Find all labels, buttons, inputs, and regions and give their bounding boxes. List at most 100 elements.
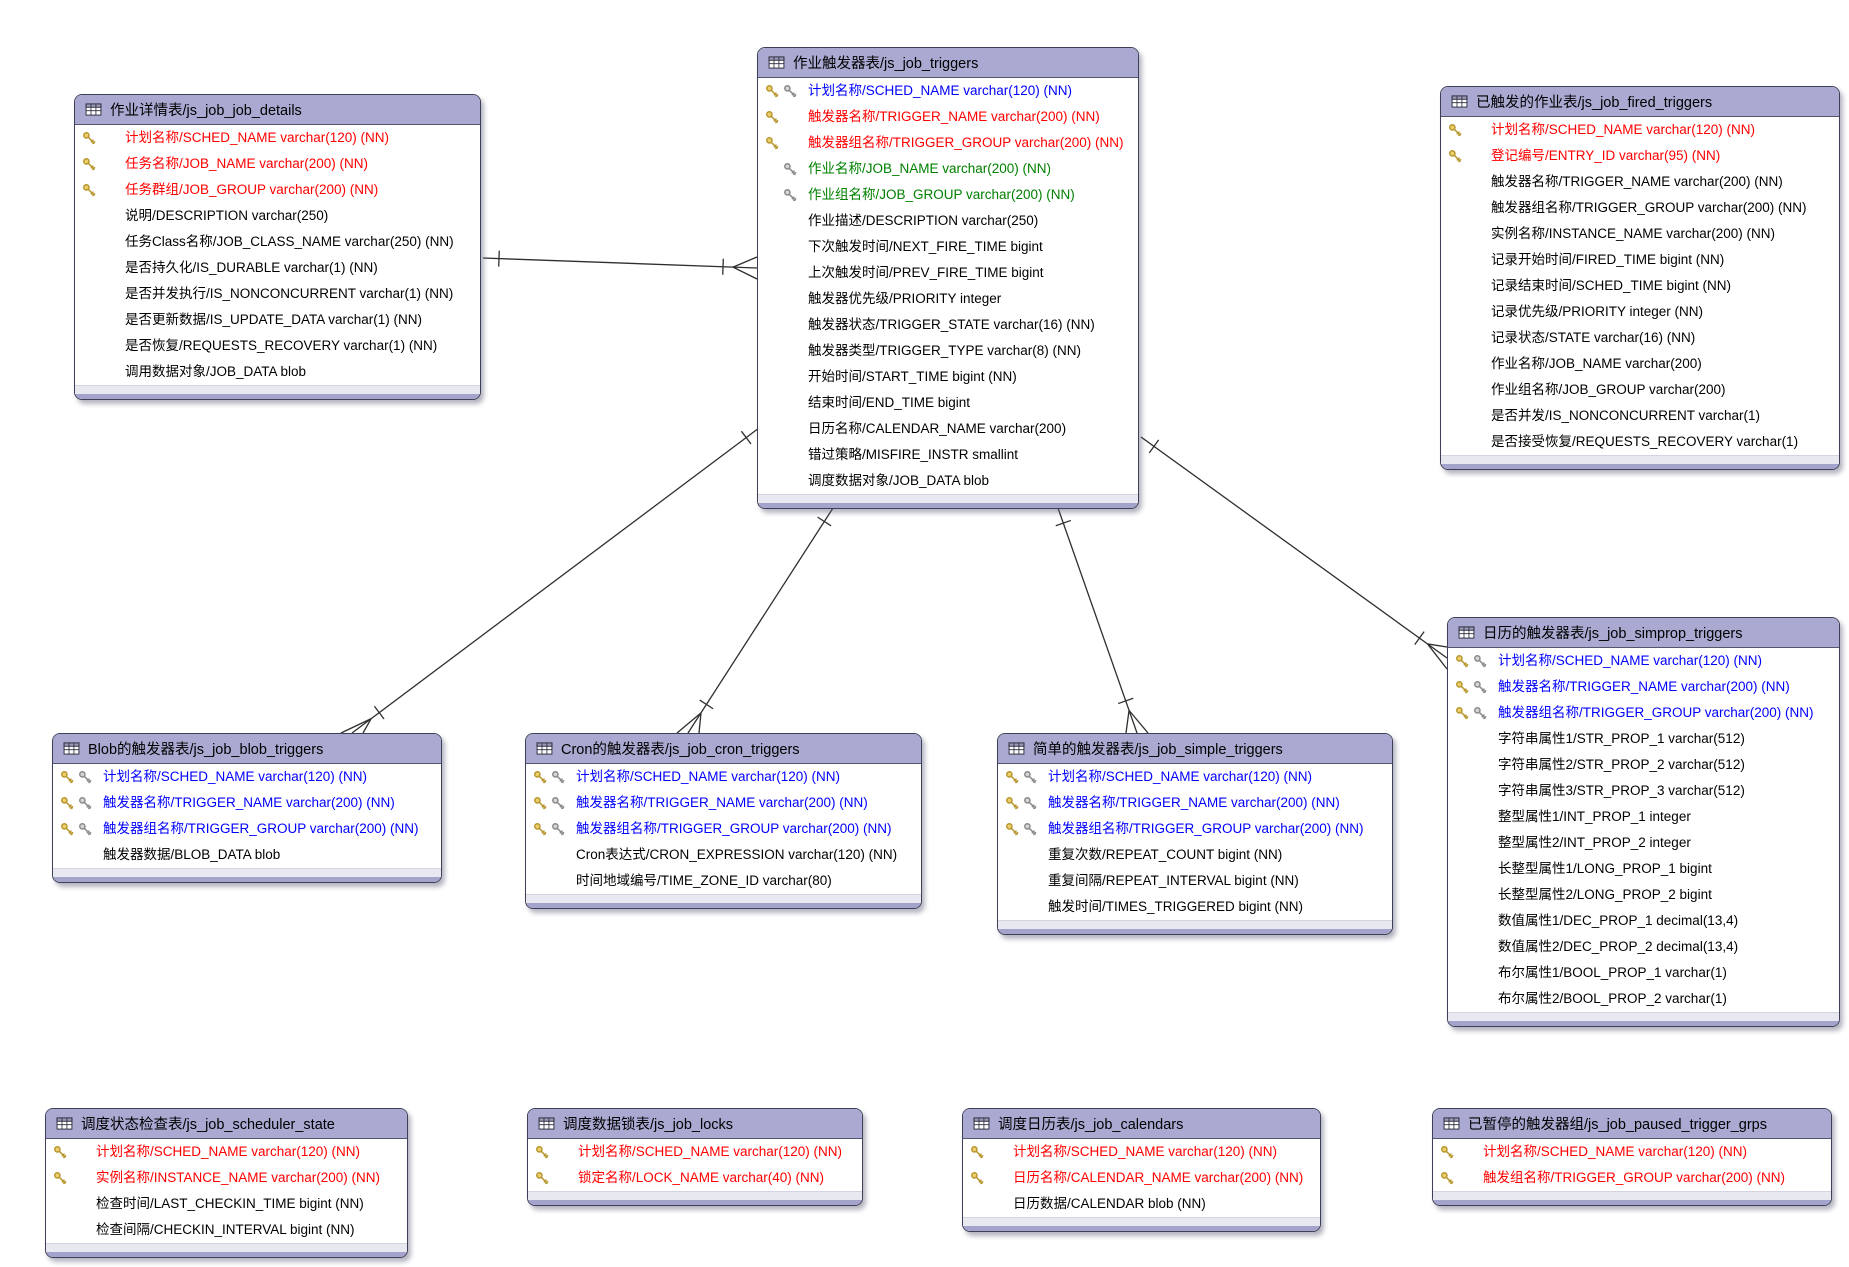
- field-row[interactable]: 布尔属性1/BOOL_PROP_1 varchar(1): [1448, 960, 1839, 986]
- field-row[interactable]: 整型属性2/INT_PROP_2 integer: [1448, 830, 1839, 856]
- field-row[interactable]: 触发器名称/TRIGGER_NAME varchar(200) (NN): [998, 790, 1392, 816]
- field-row[interactable]: 是否更新数据/IS_UPDATE_DATA varchar(1) (NN): [75, 307, 480, 333]
- field-row[interactable]: 触发器名称/TRIGGER_NAME varchar(200) (NN): [1448, 674, 1839, 700]
- field-row[interactable]: 是否接受恢复/REQUESTS_RECOVERY varchar(1): [1441, 429, 1839, 455]
- field-row[interactable]: 记录结束时间/SCHED_TIME bigint (NN): [1441, 273, 1839, 299]
- field-row[interactable]: 下次触发时间/NEXT_FIRE_TIME bigint: [758, 234, 1138, 260]
- field-row[interactable]: 开始时间/START_TIME bigint (NN): [758, 364, 1138, 390]
- field-row[interactable]: 实例名称/INSTANCE_NAME varchar(200) (NN): [46, 1165, 407, 1191]
- field-row[interactable]: 触发器组名称/TRIGGER_GROUP varchar(200) (NN): [758, 130, 1138, 156]
- field-row[interactable]: 触发器状态/TRIGGER_STATE varchar(16) (NN): [758, 312, 1138, 338]
- table-header-js_job_fired_triggers[interactable]: 已触发的作业表/js_job_fired_triggers: [1441, 87, 1839, 117]
- table-header-js_job_locks[interactable]: 调度数据锁表/js_job_locks: [528, 1109, 862, 1139]
- field-row[interactable]: Cron表达式/CRON_EXPRESSION varchar(120) (NN…: [526, 842, 921, 868]
- field-row[interactable]: 错过策略/MISFIRE_INSTR smallint: [758, 442, 1138, 468]
- field-row[interactable]: 计划名称/SCHED_NAME varchar(120) (NN): [53, 764, 441, 790]
- field-row[interactable]: 实例名称/INSTANCE_NAME varchar(200) (NN): [1441, 221, 1839, 247]
- field-row[interactable]: 是否并发执行/IS_NONCONCURRENT varchar(1) (NN): [75, 281, 480, 307]
- field-row[interactable]: 日历数据/CALENDAR blob (NN): [963, 1191, 1320, 1217]
- field-row[interactable]: 计划名称/SCHED_NAME varchar(120) (NN): [46, 1139, 407, 1165]
- field-row[interactable]: 计划名称/SCHED_NAME varchar(120) (NN): [1448, 648, 1839, 674]
- field-row[interactable]: 长整型属性1/LONG_PROP_1 bigint: [1448, 856, 1839, 882]
- field-row[interactable]: 触发器名称/TRIGGER_NAME varchar(200) (NN): [53, 790, 441, 816]
- table-header-js_job_cron_triggers[interactable]: Cron的触发器表/js_job_cron_triggers: [526, 734, 921, 764]
- field-row[interactable]: 记录开始时间/FIRED_TIME bigint (NN): [1441, 247, 1839, 273]
- field-row[interactable]: 重复间隔/REPEAT_INTERVAL bigint (NN): [998, 868, 1392, 894]
- field-row[interactable]: 检查间隔/CHECKIN_INTERVAL bigint (NN): [46, 1217, 407, 1243]
- field-row[interactable]: 日历名称/CALENDAR_NAME varchar(200) (NN): [963, 1165, 1320, 1191]
- field-row[interactable]: 说明/DESCRIPTION varchar(250): [75, 203, 480, 229]
- field-row[interactable]: 时间地域编号/TIME_ZONE_ID varchar(80): [526, 868, 921, 894]
- table-header-js_job_triggers[interactable]: 作业触发器表/js_job_triggers: [758, 48, 1138, 78]
- field-row[interactable]: 计划名称/SCHED_NAME varchar(120) (NN): [526, 764, 921, 790]
- field-row[interactable]: 触发器名称/TRIGGER_NAME varchar(200) (NN): [758, 104, 1138, 130]
- field-row[interactable]: 计划名称/SCHED_NAME varchar(120) (NN): [758, 78, 1138, 104]
- field-row[interactable]: 计划名称/SCHED_NAME varchar(120) (NN): [963, 1139, 1320, 1165]
- table-header-js_job_job_details[interactable]: 作业详情表/js_job_job_details: [75, 95, 480, 125]
- field-row[interactable]: 字符串属性3/STR_PROP_3 varchar(512): [1448, 778, 1839, 804]
- field-row[interactable]: 触发器组名称/TRIGGER_GROUP varchar(200) (NN): [53, 816, 441, 842]
- table-header-js_job_simprop_triggers[interactable]: 日历的触发器表/js_job_simprop_triggers: [1448, 618, 1839, 648]
- field-row[interactable]: 计划名称/SCHED_NAME varchar(120) (NN): [1433, 1139, 1831, 1165]
- field-row[interactable]: 作业名称/JOB_NAME varchar(200): [1441, 351, 1839, 377]
- table-header-js_job_calendars[interactable]: 调度日历表/js_job_calendars: [963, 1109, 1320, 1139]
- field-row[interactable]: 触发器组名称/TRIGGER_GROUP varchar(200) (NN): [526, 816, 921, 842]
- field-row[interactable]: 计划名称/SCHED_NAME varchar(120) (NN): [75, 125, 480, 151]
- field-row[interactable]: 调度数据对象/JOB_DATA blob: [758, 468, 1138, 494]
- field-row[interactable]: 触发器名称/TRIGGER_NAME varchar(200) (NN): [526, 790, 921, 816]
- field-row[interactable]: 记录优先级/PRIORITY integer (NN): [1441, 299, 1839, 325]
- field-row[interactable]: 布尔属性2/BOOL_PROP_2 varchar(1): [1448, 986, 1839, 1012]
- field-row[interactable]: 是否并发/IS_NONCONCURRENT varchar(1): [1441, 403, 1839, 429]
- field-row[interactable]: 字符串属性2/STR_PROP_2 varchar(512): [1448, 752, 1839, 778]
- field-row[interactable]: 计划名称/SCHED_NAME varchar(120) (NN): [998, 764, 1392, 790]
- field-row[interactable]: 计划名称/SCHED_NAME varchar(120) (NN): [1441, 117, 1839, 143]
- field-row[interactable]: 触发器组名称/TRIGGER_GROUP varchar(200) (NN): [998, 816, 1392, 842]
- field-row[interactable]: 锁定名称/LOCK_NAME varchar(40) (NN): [528, 1165, 862, 1191]
- field-row[interactable]: 作业组名称/JOB_GROUP varchar(200) (NN): [758, 182, 1138, 208]
- field-row[interactable]: 作业名称/JOB_NAME varchar(200) (NN): [758, 156, 1138, 182]
- field-row[interactable]: 触发器类型/TRIGGER_TYPE varchar(8) (NN): [758, 338, 1138, 364]
- field-row[interactable]: 作业描述/DESCRIPTION varchar(250): [758, 208, 1138, 234]
- field-row[interactable]: 作业组名称/JOB_GROUP varchar(200): [1441, 377, 1839, 403]
- field-row[interactable]: 检查时间/LAST_CHECKIN_TIME bigint (NN): [46, 1191, 407, 1217]
- field-row[interactable]: 长整型属性2/LONG_PROP_2 bigint: [1448, 882, 1839, 908]
- table-header-js_job_paused_trigger_grps[interactable]: 已暂停的触发器组/js_job_paused_trigger_grps: [1433, 1109, 1831, 1139]
- field-row[interactable]: 计划名称/SCHED_NAME varchar(120) (NN): [528, 1139, 862, 1165]
- field-row[interactable]: 调用数据对象/JOB_DATA blob: [75, 359, 480, 385]
- field-row[interactable]: 重复次数/REPEAT_COUNT bigint (NN): [998, 842, 1392, 868]
- field-row[interactable]: 是否持久化/IS_DURABLE varchar(1) (NN): [75, 255, 480, 281]
- field-row[interactable]: 数值属性1/DEC_PROP_1 decimal(13,4): [1448, 908, 1839, 934]
- field-row[interactable]: 触发组名称/TRIGGER_GROUP varchar(200) (NN): [1433, 1165, 1831, 1191]
- field-row[interactable]: 上次触发时间/PREV_FIRE_TIME bigint: [758, 260, 1138, 286]
- field-row[interactable]: 触发器组名称/TRIGGER_GROUP varchar(200) (NN): [1448, 700, 1839, 726]
- table-header-js_job_blob_triggers[interactable]: Blob的触发器表/js_job_blob_triggers: [53, 734, 441, 764]
- field-row[interactable]: 任务名称/JOB_NAME varchar(200) (NN): [75, 151, 480, 177]
- field-row[interactable]: 数值属性2/DEC_PROP_2 decimal(13,4): [1448, 934, 1839, 960]
- field-row[interactable]: 登记编号/ENTRY_ID varchar(95) (NN): [1441, 143, 1839, 169]
- table-header-js_job_simple_triggers[interactable]: 简单的触发器表/js_job_simple_triggers: [998, 734, 1392, 764]
- field-row[interactable]: 整型属性1/INT_PROP_1 integer: [1448, 804, 1839, 830]
- field-row[interactable]: 记录状态/STATE varchar(16) (NN): [1441, 325, 1839, 351]
- field-row[interactable]: 结束时间/END_TIME bigint: [758, 390, 1138, 416]
- field-row[interactable]: 触发器名称/TRIGGER_NAME varchar(200) (NN): [1441, 169, 1839, 195]
- field-row[interactable]: 任务群组/JOB_GROUP varchar(200) (NN): [75, 177, 480, 203]
- field-row[interactable]: 任务Class名称/JOB_CLASS_NAME varchar(250) (N…: [75, 229, 480, 255]
- field-row[interactable]: 触发器优先级/PRIORITY integer: [758, 286, 1138, 312]
- field-row[interactable]: 日历名称/CALENDAR_NAME varchar(200): [758, 416, 1138, 442]
- field-row[interactable]: 触发器组名称/TRIGGER_GROUP varchar(200) (NN): [1441, 195, 1839, 221]
- field-row[interactable]: 触发时间/TIMES_TRIGGERED bigint (NN): [998, 894, 1392, 920]
- field-row[interactable]: 触发器数据/BLOB_DATA blob: [53, 842, 441, 868]
- field-row[interactable]: 是否恢复/REQUESTS_RECOVERY varchar(1) (NN): [75, 333, 480, 359]
- table-header-js_job_scheduler_state[interactable]: 调度状态检查表/js_job_scheduler_state: [46, 1109, 407, 1139]
